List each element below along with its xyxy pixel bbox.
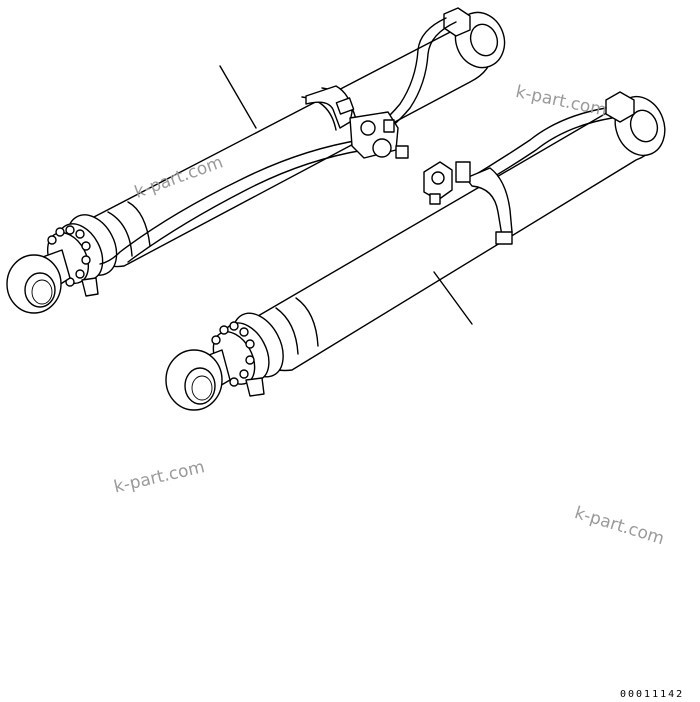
- leader-line-upper: [219, 65, 257, 129]
- upper-valve-block: [349, 111, 409, 159]
- lower-valve-fitting: [423, 161, 471, 205]
- drawing-number: 00011142: [620, 689, 685, 700]
- upper-gland-bolts: [47, 225, 91, 287]
- upper-tube-clamp: [305, 85, 353, 129]
- upper-rod-eye: [6, 249, 71, 314]
- lower-hydraulic-cylinder: [165, 91, 666, 411]
- upper-port-block: [443, 7, 471, 37]
- lower-rod-eye: [165, 349, 231, 411]
- upper-hydraulic-cylinder: [6, 7, 506, 314]
- lower-port-block: [605, 91, 635, 123]
- lower-gland-bolts: [211, 321, 255, 387]
- leader-line-lower: [433, 271, 473, 325]
- lower-hose: [469, 107, 607, 179]
- upper-hose: [381, 17, 447, 123]
